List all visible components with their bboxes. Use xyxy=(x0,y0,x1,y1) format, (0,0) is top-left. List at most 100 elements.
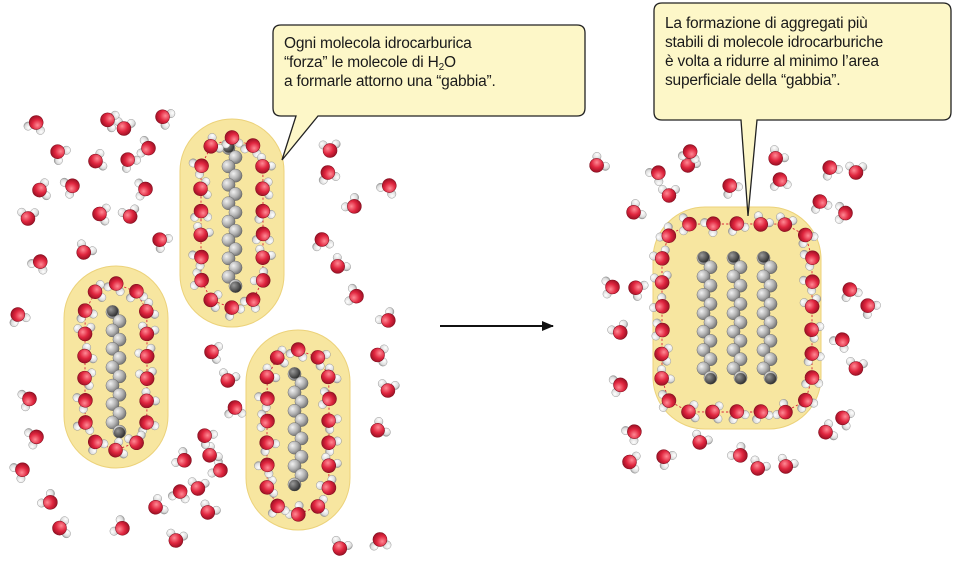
water-molecule-icon xyxy=(224,400,247,419)
cage-water-molecule-icon xyxy=(77,368,97,391)
hydrocarbon-chain-icon xyxy=(756,251,778,385)
cage-water-molecule-icon xyxy=(321,452,342,473)
callout-right-line2: stabili di molecole idrocarburiche xyxy=(665,34,884,51)
cage-water-molecule-icon xyxy=(316,475,337,496)
hydrocarbon-chain-icon xyxy=(696,251,718,385)
cage-water-molecule-icon xyxy=(193,177,212,200)
water-molecule-icon xyxy=(120,152,141,173)
water-molecule-icon xyxy=(171,447,192,468)
water-molecule-icon xyxy=(27,254,48,275)
water-molecule-icon xyxy=(601,276,620,299)
cage-water-molecule-icon xyxy=(321,435,342,456)
cage-water-molecule-icon xyxy=(681,400,700,423)
water-molecule-icon xyxy=(197,428,218,449)
cage-water-molecule-icon xyxy=(753,211,774,232)
cage-water-molecule-icon xyxy=(776,212,798,232)
callout-right-text: La formazione di aggregati più stabili d… xyxy=(665,14,883,90)
water-molecule-icon xyxy=(370,344,389,367)
cage-water-molecule-icon xyxy=(705,401,724,424)
water-molecule-icon xyxy=(318,165,341,185)
water-molecule-icon xyxy=(692,429,713,450)
cage-water-molecule-icon xyxy=(269,345,289,368)
water-molecule-icon xyxy=(622,451,641,474)
water-molecule-icon xyxy=(621,424,642,445)
cage-water-molecule-icon xyxy=(655,222,677,243)
water-molecule-icon xyxy=(50,144,71,165)
cage-water-molecule-icon xyxy=(259,435,280,456)
cage-water-molecule-icon xyxy=(203,290,223,312)
water-molecule-icon xyxy=(318,139,341,158)
cage-water-molecule-icon xyxy=(108,437,128,459)
water-molecule-icon xyxy=(100,110,120,133)
cage-water-molecule-icon xyxy=(72,393,93,414)
water-molecule-icon xyxy=(628,280,649,301)
hydrocarbon-chain-icon xyxy=(287,367,309,492)
cage-water-molecule-icon xyxy=(728,216,750,236)
cage-water-molecule-icon xyxy=(310,495,329,517)
cage-water-molecule-icon xyxy=(255,177,274,200)
cage-water-molecule-icon xyxy=(254,457,275,478)
cage-water-molecule-icon xyxy=(126,283,148,303)
water-molecule-icon xyxy=(152,232,173,253)
callout-left-line2-tail: O xyxy=(443,54,456,71)
hydrocarbon-chains-layer xyxy=(105,141,778,492)
water-molecule-icon xyxy=(607,319,628,340)
cage-water-molecule-icon xyxy=(88,434,109,455)
cage-water-molecule-icon xyxy=(772,399,793,420)
water-molecule-icon xyxy=(330,253,351,274)
water-molecule-icon xyxy=(136,135,156,158)
water-molecule-icon xyxy=(219,368,241,388)
cage-water-molecule-icon xyxy=(72,415,95,435)
water-molecule-icon xyxy=(818,419,839,441)
water-molecule-icon xyxy=(377,379,400,398)
water-molecule-icon xyxy=(369,532,392,551)
water-molecule-icon xyxy=(658,185,680,203)
water-molecule-icon xyxy=(589,152,610,173)
cage-water-molecule-icon xyxy=(678,213,697,236)
water-molecule-icon xyxy=(822,160,843,181)
cage-water-molecule-icon xyxy=(193,222,214,243)
water-molecule-icon xyxy=(24,428,44,450)
water-molecule-icon xyxy=(834,201,853,224)
cage-water-molecule-icon xyxy=(188,249,209,271)
callout-left-bubble xyxy=(272,24,586,161)
cage-water-molecule-icon xyxy=(138,321,160,342)
cage-water-molecule-icon xyxy=(254,203,276,224)
water-molecule-icon xyxy=(148,494,169,515)
water-molecule-icon xyxy=(187,477,210,496)
callout-left-line1: Ogni molecola idrocarburica xyxy=(284,35,472,52)
water-molecule-icon xyxy=(113,117,136,136)
water-molecule-icon xyxy=(52,516,71,539)
cage-water-molecule-icon xyxy=(139,298,160,319)
water-molecule-icon xyxy=(23,115,45,135)
water-molecule-icon xyxy=(88,149,108,171)
cage-water-molecule-icon xyxy=(658,390,677,412)
water-molecule-icon xyxy=(92,203,111,226)
cage-water-molecule-icon xyxy=(259,363,281,385)
cage-water-molecule-icon xyxy=(135,367,157,386)
cage-water-molecule-icon xyxy=(649,245,670,266)
cage-water-molecule-icon xyxy=(251,226,274,245)
water-molecule-icon xyxy=(769,172,792,191)
water-molecule-icon xyxy=(846,357,868,376)
water-molecule-icon xyxy=(32,178,51,201)
cage-water-molecule-icon xyxy=(321,413,342,434)
cage-water-molecule-icon xyxy=(700,216,721,237)
callout-left-line3: a formarle attorno una “gabbia”. xyxy=(284,73,496,90)
water-molecule-icon xyxy=(727,442,748,463)
water-molecule-icon xyxy=(17,389,37,412)
water-molecule-icon xyxy=(331,535,353,556)
water-molecule-icon xyxy=(59,177,80,199)
cage-water-molecule-icon xyxy=(139,387,160,409)
cage-water-molecule-icon xyxy=(203,133,224,154)
cage-water-molecule-icon xyxy=(224,300,245,321)
water-molecule-icon xyxy=(370,417,391,438)
water-molecule-icon xyxy=(168,484,190,504)
water-molecule-icon xyxy=(626,199,647,220)
callout-right-line1: La formazione di aggregati più xyxy=(665,15,868,32)
water-molecule-icon xyxy=(722,178,743,199)
cage-water-molecule-icon xyxy=(804,322,825,343)
water-molecule-icon xyxy=(841,282,863,302)
cage-water-molecule-icon xyxy=(77,343,98,364)
